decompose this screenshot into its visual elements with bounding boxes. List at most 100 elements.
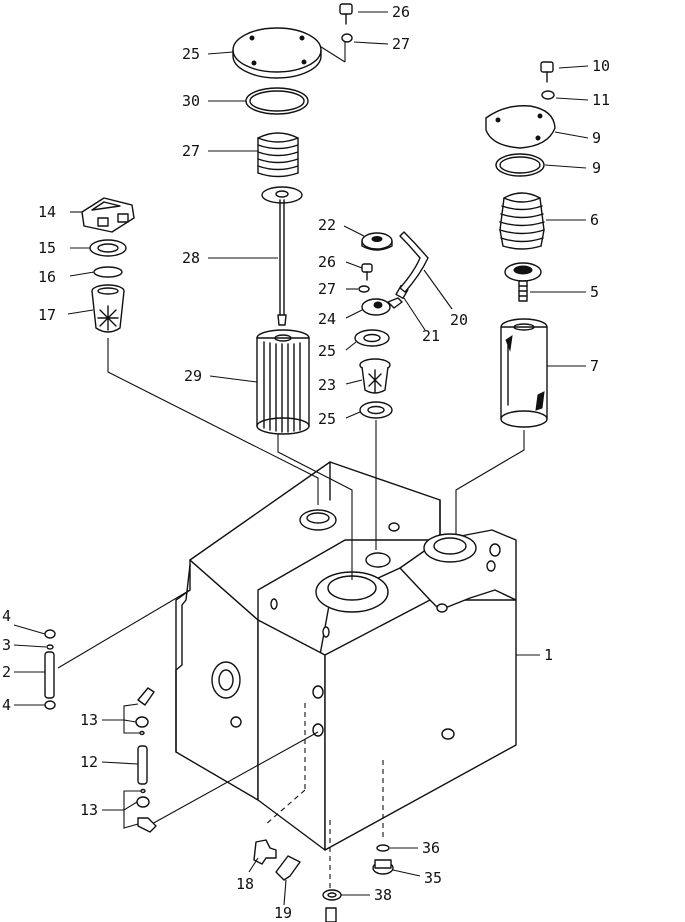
assembly-lines (57, 36, 525, 826)
callout-24: 24 (318, 310, 336, 328)
callout-4b: 4 (2, 696, 11, 714)
callout-31: 27 (182, 142, 200, 160)
tank-side-flange (211, 661, 241, 699)
rod-disc (261, 186, 303, 204)
washer (541, 90, 555, 100)
filter-element (256, 329, 310, 435)
tank-boss (388, 522, 400, 532)
tank-right-face (324, 599, 517, 851)
breather-assembly (354, 231, 429, 419)
callout-25b: 25 (318, 410, 336, 428)
filter-element (500, 318, 548, 428)
callout-6: 6 (590, 211, 599, 229)
callout-19: 19 (274, 904, 292, 922)
nut (44, 700, 56, 710)
callout-25a: 25 (318, 342, 336, 360)
o-ring (245, 87, 309, 115)
drain-cock (275, 855, 301, 881)
callout-17: 17 (38, 306, 56, 324)
tube (137, 745, 148, 785)
strainer-cover-assembly (232, 3, 353, 435)
tank-boss (270, 598, 278, 610)
callout-28: 25 (182, 45, 200, 63)
tank-side-boss (230, 716, 242, 728)
washer (341, 33, 353, 43)
callout-7: 7 (590, 357, 599, 375)
tank-strainer-port-inner (306, 512, 330, 524)
callout-16: 16 (38, 268, 56, 286)
tank-boss (486, 560, 496, 572)
callout-12: 12 (80, 753, 98, 771)
callout-30: 27 (392, 35, 410, 53)
level-gauge-parts (44, 629, 157, 833)
tank-left-bracket (175, 564, 191, 753)
tank-boss (436, 603, 448, 613)
cover-plate (232, 27, 322, 73)
spring (257, 132, 299, 178)
callout-1: 1 (544, 646, 553, 664)
callout-4a: 4 (2, 607, 11, 625)
tank-breather-boss (365, 552, 391, 568)
hydraulic-tank (175, 461, 517, 890)
callout-18: 18 (236, 875, 254, 893)
tank-side-flange-inner (218, 669, 234, 691)
strainer (91, 284, 125, 333)
callout-labels: 26 27 25 30 27 28 29 10 11 9 10 9 6 5 7 … (2, 3, 610, 922)
tank-boss (489, 543, 501, 557)
drain-parts (253, 839, 394, 922)
sight-tube (44, 651, 55, 699)
callout-5: 5 (590, 283, 599, 301)
tank-boss (322, 626, 330, 638)
suction-strainer-assembly (81, 197, 135, 333)
strainer (359, 358, 391, 394)
callout-13b: 13 (80, 801, 98, 819)
tank-top-rib (257, 539, 441, 621)
gasket (354, 329, 390, 347)
callout-27: 27 (318, 280, 336, 298)
elbow-fitting (137, 817, 157, 833)
washer (322, 889, 342, 901)
callout-10: 10 (592, 57, 610, 75)
callout-38: 38 (374, 886, 392, 904)
callout-14: 14 (38, 203, 56, 221)
gasket (359, 401, 393, 419)
callout-21: 21 (422, 327, 440, 345)
callout-33: 29 (184, 367, 202, 385)
washer (46, 644, 54, 650)
tank-boss (441, 728, 455, 740)
callout-34: 30 (182, 92, 200, 110)
leader-lines (13, 11, 589, 906)
callout-26: 26 (318, 253, 336, 271)
bolt (325, 907, 337, 922)
callout-11: 11 (592, 91, 610, 109)
callout-2: 2 (2, 663, 11, 681)
breather-hose (399, 231, 429, 293)
fitting (135, 716, 149, 728)
spring (499, 192, 545, 250)
callout-35: 35 (424, 869, 442, 887)
bolt (540, 61, 554, 73)
fitting (136, 796, 150, 808)
callout-3: 3 (2, 636, 11, 654)
callout-29: 26 (392, 3, 410, 21)
washer (358, 285, 370, 293)
drain-valve (253, 839, 277, 865)
nut (44, 629, 56, 639)
callout-36: 36 (422, 839, 440, 857)
return-filter-assembly (485, 61, 556, 428)
o-ring (495, 153, 545, 177)
callout-23: 23 (318, 376, 336, 394)
tank-front-boss (312, 685, 324, 699)
gasket (89, 239, 127, 257)
elbow-fitting (137, 687, 155, 706)
callout-15: 15 (38, 239, 56, 257)
callout-20: 20 (450, 311, 468, 329)
callout-32: 28 (182, 249, 200, 267)
tank-back-wall-line (329, 461, 441, 541)
callout-22: 22 (318, 216, 336, 234)
filter-cover (485, 105, 556, 149)
tank-filter-port-inner (433, 537, 467, 555)
callout-9-visible: 9 (592, 159, 601, 177)
bolt (339, 3, 353, 15)
